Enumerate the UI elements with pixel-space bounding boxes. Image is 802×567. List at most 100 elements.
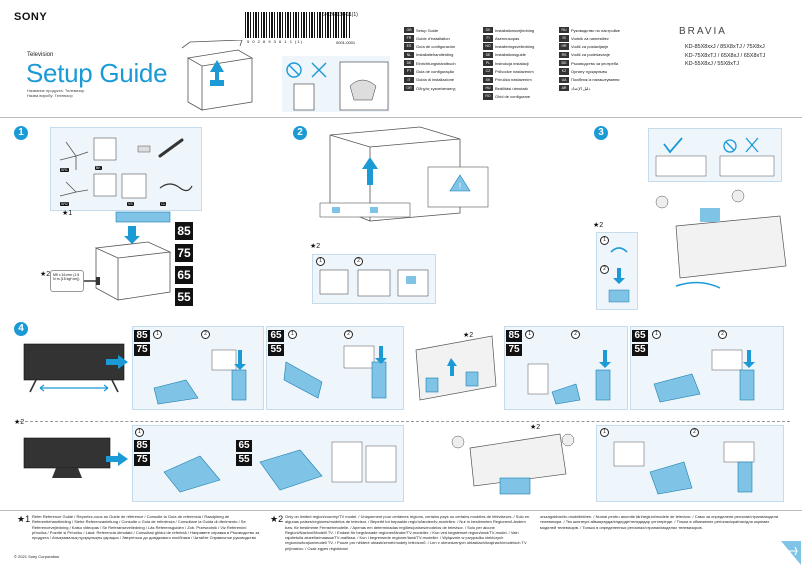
size-badge-75: 75 — [506, 344, 522, 356]
step-2-number: 2 — [293, 126, 307, 140]
screw-icon — [84, 277, 100, 285]
model-line: KD-85X8xxJ / 85X8xTJ / 75X8xJ — [685, 44, 765, 50]
screw-spec: M5 x 16 mm (1.5 N·m {15 kgf·cm}) — [50, 270, 84, 292]
part-label-bk: BK — [95, 166, 102, 170]
sub-step-2: 2 — [571, 330, 580, 339]
sub-step-1: 1 — [288, 330, 297, 339]
footnote-ref-2-step2: ★2 — [310, 243, 321, 250]
parts-illustration — [59, 137, 193, 199]
sub-step-2: 2 — [201, 330, 210, 339]
copyright: © 2021 Sony Corporation — [14, 554, 60, 559]
sub-step-1: 1 — [525, 330, 534, 339]
size-badge-85: 85 — [506, 330, 522, 342]
part-label-vs: VS — [127, 202, 134, 206]
arrow-right-icon — [106, 355, 128, 369]
box-lift-illustration — [181, 40, 254, 111]
sub-step-1: 1 — [600, 428, 609, 437]
lift-method-illustration — [655, 137, 775, 177]
size-badge-65: 65 — [268, 330, 284, 342]
handling-warning-illustration — [282, 56, 390, 112]
sub-step-2: 2 — [600, 265, 609, 274]
row-divider — [20, 421, 790, 422]
size-badge-75: 75 — [175, 244, 193, 262]
model-line: KD-75X8xTJ / 65X8xJ / 65X8xTJ — [685, 52, 766, 59]
part-label-cl: CL — [160, 202, 167, 206]
unbox-illustration: ! — [319, 126, 489, 222]
footnote-ref-1: ★1 — [62, 210, 73, 217]
sub-step-2: 2 — [718, 330, 727, 339]
size-badge-55: 55 — [236, 454, 252, 466]
footer-divider — [0, 510, 802, 511]
size-badge-75: 75 — [134, 454, 150, 466]
step-1-number: 1 — [14, 126, 28, 140]
size-badge-65: 65 — [236, 440, 252, 452]
footnote-ref-2-step4: ★2 — [463, 332, 474, 339]
center-stand-assembly-illustration — [163, 441, 397, 493]
clip-detach-illustration — [608, 247, 630, 303]
size-badge-85: 85 — [134, 330, 150, 342]
sub-step-1: 1 — [652, 330, 661, 339]
stand-attach-illustration — [153, 349, 247, 405]
soundbar-box-illustration — [94, 211, 172, 301]
step-4-panel-65-55-b — [630, 326, 784, 410]
footnote-ref-2-row2b: ★2 — [530, 424, 541, 431]
print-code: 0001-0001 — [336, 40, 356, 45]
size-badge-55: 55 — [175, 288, 193, 306]
footnote-2-marker: ★2 — [270, 514, 284, 524]
arrow-right-icon — [106, 452, 128, 466]
size-badge-85: 85 — [134, 440, 150, 452]
footnote-ref-2-step3: ★2 — [593, 222, 604, 229]
page-title: Setup Guide — [26, 58, 168, 88]
tv-stand-center-illustration — [23, 437, 111, 478]
step-3-number: 3 — [594, 126, 608, 140]
page-corner-arrow-icon — [781, 541, 801, 565]
header-divider — [0, 117, 802, 118]
center-stand-screw-illustration — [613, 441, 755, 495]
sub-step-1: 1 — [135, 428, 144, 437]
tv-facedown-stand-illustration — [415, 335, 497, 401]
model-label-ru: Название продукта: Телевизор — [27, 88, 85, 93]
footnote-2-text-cont: országokban/tv-modellekben. / Numai pent… — [540, 514, 779, 530]
step-4-number: 4 — [14, 322, 28, 336]
tv-stand-wide-illustration — [23, 343, 125, 393]
stand-attach-illustration — [653, 349, 755, 403]
sub-step-1: 1 — [153, 330, 162, 339]
barcode-number: 5 0 2 6 9 3 6 1 1 (1) — [247, 39, 303, 44]
stand-attach-illustration — [283, 345, 387, 399]
sub-step-2: 2 — [690, 428, 699, 437]
brand-logo: SONY — [14, 11, 48, 23]
model-list: KD-85X8xxJ / 85X8xTJ / 75X8xJ KD-75X8xTJ… — [685, 43, 765, 69]
tv-center-stand-mount-illustration — [451, 433, 575, 495]
size-badge-75: 75 — [134, 344, 150, 356]
footnote-1-marker: ★1 — [17, 514, 31, 524]
sub-step-2: 2 — [344, 330, 353, 339]
part-label-sr1: SR1 — [60, 168, 69, 172]
tv-lift-out-illustration — [655, 189, 787, 289]
model-line: KD-55X8xJ / 55X8xTJ — [685, 61, 740, 67]
size-badge-65: 65 — [632, 330, 648, 342]
doc-type: Television — [27, 52, 54, 58]
part-label-sr2: SR2 — [60, 202, 69, 206]
clip-removal-illustration — [319, 269, 429, 297]
sub-step-1: 1 — [316, 257, 325, 266]
